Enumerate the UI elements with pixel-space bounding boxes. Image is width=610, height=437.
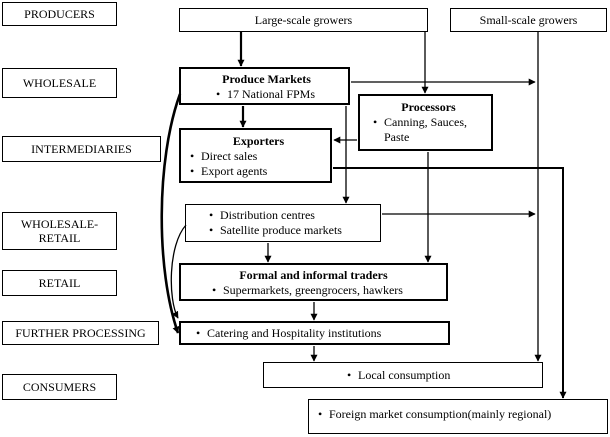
stage-consumers: CONSUMERS: [2, 374, 117, 400]
stage-retail: RETAIL: [2, 270, 117, 296]
node-title: Large-scale growers: [254, 13, 353, 27]
list-item: Satellite produce markets: [206, 223, 380, 238]
list-item: Foreign market consumption(mainly region…: [315, 407, 607, 422]
node-large-scale-growers: Large-scale growers: [179, 8, 428, 32]
node-catering: Catering and Hospitality institutions: [179, 321, 450, 345]
node-foreign-consumption: Foreign market consumption(mainly region…: [308, 399, 608, 434]
node-local-consumption: Local consumption: [263, 362, 543, 388]
list-item: Distribution centres: [206, 208, 380, 223]
list-item: Local consumption: [344, 368, 542, 383]
arrow-distribution-to-catering: [170, 224, 187, 319]
node-title: Exporters: [232, 134, 285, 148]
node-small-scale-growers: Small-scale growers: [450, 8, 607, 32]
stage-further-processing: FURTHER PROCESSING: [2, 321, 159, 345]
stage-label: FURTHER PROCESSING: [15, 326, 146, 340]
arrow-exporters-to-foreign: [333, 167, 567, 399]
stage-intermediaries: INTERMEDIARIES: [2, 136, 161, 162]
list-item: Supermarkets, greengrocers, hawkers: [209, 283, 446, 298]
stage-label: WHOLESALE: [22, 76, 97, 90]
node-processors: Processors Canning, Sauces, Paste: [358, 94, 493, 151]
stage-wholesale: WHOLESALE: [2, 68, 117, 98]
list-item: 17 National FPMs: [213, 87, 348, 102]
node-title: Produce Markets: [222, 72, 311, 86]
stage-producers: PRODUCERS: [2, 2, 117, 26]
node-distribution: Distribution centres Satellite produce m…: [185, 204, 381, 242]
list-item: Catering and Hospitality institutions: [193, 326, 448, 341]
stage-label: PRODUCERS: [24, 7, 95, 21]
node-produce-markets: Produce Markets 17 National FPMs: [179, 67, 350, 105]
stage-label: WHOLESALE-RETAIL: [20, 217, 99, 245]
stage-label: RETAIL: [38, 276, 81, 290]
list-item: Direct sales: [187, 149, 330, 164]
node-exporters: Exporters Direct sales Export agents: [179, 128, 332, 183]
stage-label: INTERMEDIARIES: [31, 142, 132, 156]
node-traders: Formal and informal traders Supermarkets…: [179, 263, 448, 301]
node-title: Formal and informal traders: [239, 268, 388, 282]
arrow-markets-to-catering: [160, 93, 182, 334]
list-item: Canning, Sauces, Paste: [370, 115, 487, 145]
stage-wholesale-retail: WHOLESALE-RETAIL: [2, 212, 117, 250]
stage-label: CONSUMERS: [22, 380, 97, 394]
node-title: Small-scale growers: [479, 13, 578, 27]
node-title: Processors: [401, 100, 456, 114]
list-item: Export agents: [187, 164, 330, 179]
